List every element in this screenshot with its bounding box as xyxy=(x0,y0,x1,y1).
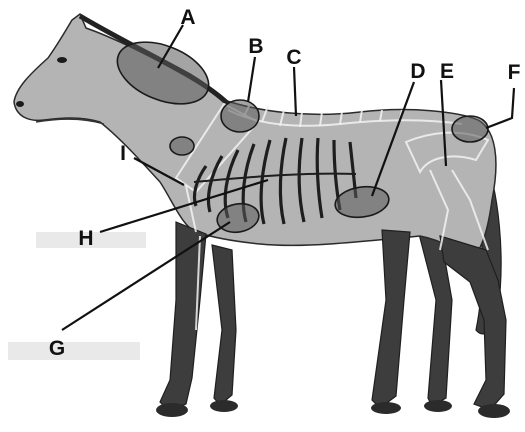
label-c: C xyxy=(286,46,301,69)
horse-nostril xyxy=(16,101,24,107)
region-b-withers-oval xyxy=(221,100,259,132)
label-b: B xyxy=(248,35,263,58)
label-e: E xyxy=(440,60,454,83)
hoof xyxy=(156,403,188,417)
mid-hindleg xyxy=(372,230,410,408)
margin-smudge xyxy=(8,342,140,360)
label-a: A xyxy=(180,6,195,29)
label-h: H xyxy=(78,227,93,250)
hoof xyxy=(424,400,452,412)
hoof xyxy=(371,402,401,414)
far-foreleg xyxy=(212,245,236,405)
label-i: I xyxy=(120,142,126,165)
hoof xyxy=(210,400,238,412)
region-i-shoulder-spot xyxy=(170,137,194,155)
hoof xyxy=(478,404,510,418)
leader-line-b xyxy=(248,57,255,102)
label-g: G xyxy=(49,337,65,360)
label-f: F xyxy=(508,61,521,84)
region-f-croup-oval xyxy=(452,116,488,142)
horse-eye xyxy=(57,57,67,63)
leader-line-c xyxy=(294,67,296,116)
label-d: D xyxy=(410,60,425,83)
leader-line-f xyxy=(486,88,514,128)
